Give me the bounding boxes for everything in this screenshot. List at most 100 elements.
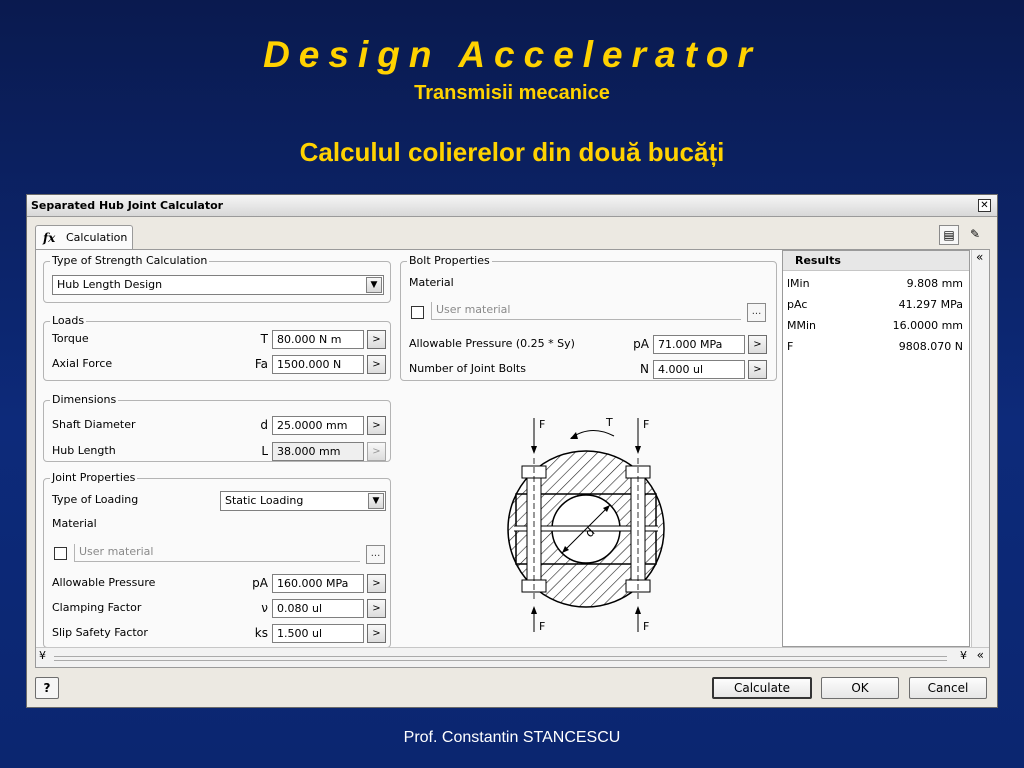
axial-force-field[interactable]: 1500.000 N — [272, 355, 364, 374]
diagram-f-label: F — [643, 620, 649, 633]
bolt-properties-group: Bolt Properties Material User material .… — [400, 254, 777, 381]
joint-user-material-checkbox[interactable] — [54, 547, 67, 560]
calculation-panel: Type of Strength Calculation Hub Length … — [35, 249, 990, 668]
result-value: 9.808 mm — [906, 277, 963, 290]
joint-allowable-pressure-label: Allowable Pressure — [52, 576, 156, 589]
clamping-factor-symbol: ν — [261, 601, 268, 615]
expand-left-icon[interactable]: « — [976, 250, 984, 264]
clamping-factor-arrow-button[interactable]: > — [367, 599, 386, 618]
chevron-down-icon[interactable]: ▼ — [368, 493, 384, 509]
loads-group-title: Loads — [50, 314, 87, 328]
result-row: lMin 9.808 mm — [787, 277, 963, 297]
torque-arrow-button[interactable]: > — [367, 330, 386, 349]
result-row: pAc 41.297 MPa — [787, 298, 963, 318]
slide-heading: Calculul colierelor din două bucăți — [299, 137, 725, 167]
type-of-loading-label: Type of Loading — [52, 493, 139, 506]
slide-title: Design Accelerator — [263, 34, 761, 75]
calculate-button[interactable]: Calculate — [712, 677, 812, 699]
hub-length-symbol: L — [261, 444, 268, 458]
bolt-allowable-pressure-symbol: pA — [633, 337, 649, 351]
bolt-allowable-pressure-arrow-button[interactable]: > — [748, 335, 767, 354]
strength-group: Type of Strength Calculation Hub Length … — [43, 254, 391, 303]
cancel-button[interactable]: Cancel — [909, 677, 987, 699]
diagram-t-label: T — [605, 416, 613, 429]
hub-length-arrow-button[interactable]: > — [367, 442, 386, 461]
clamping-factor-field[interactable]: 0.080 ul — [272, 599, 364, 618]
axial-force-arrow-button[interactable]: > — [367, 355, 386, 374]
number-of-bolts-arrow-button[interactable]: > — [748, 360, 767, 379]
bolt-allowable-pressure-label: Allowable Pressure (0.25 * Sy) — [409, 337, 575, 350]
strength-type-value: Hub Length Design — [57, 278, 163, 291]
bolt-material-browse-button[interactable]: ... — [747, 303, 766, 322]
diagram-f-label: F — [539, 620, 545, 633]
torque-field[interactable]: 80.000 N m — [272, 330, 364, 349]
fx-icon: fx — [43, 231, 56, 245]
axial-force-symbol: Fa — [254, 357, 268, 371]
bolt-user-material-field[interactable]: User material — [431, 302, 741, 320]
hub-joint-diagram: d F F F F T — [507, 416, 665, 633]
result-name: pAc — [787, 298, 808, 311]
hub-joint-dialog: Separated Hub Joint Calculator ✕ fx Calc… — [26, 194, 998, 708]
dialog-titlebar[interactable]: Separated Hub Joint Calculator ✕ — [27, 195, 997, 217]
result-name: MMin — [787, 319, 817, 332]
shaft-diameter-arrow-button[interactable]: > — [367, 416, 386, 435]
strength-group-title: Type of Strength Calculation — [50, 254, 210, 268]
close-icon[interactable]: ✕ — [978, 199, 991, 212]
result-value: 16.0000 mm — [892, 319, 963, 332]
result-value: 41.297 MPa — [898, 298, 963, 311]
bolt-allowable-pressure-field[interactable]: 71.000 MPa — [653, 335, 745, 354]
axial-force-label: Axial Force — [52, 357, 113, 370]
dialog-title: Separated Hub Joint Calculator — [31, 199, 224, 212]
type-of-loading-select[interactable]: Static Loading ▼ — [220, 491, 386, 511]
vertical-scrollbar[interactable]: « — [971, 250, 989, 647]
ok-button[interactable]: OK — [821, 677, 899, 699]
strength-type-select[interactable]: Hub Length Design ▼ — [52, 275, 384, 295]
slip-safety-factor-arrow-button[interactable]: > — [367, 624, 386, 643]
hub-length-label: Hub Length — [52, 444, 116, 457]
slip-safety-factor-symbol: ks — [254, 626, 268, 640]
number-of-bolts-field[interactable]: 4.000 ul — [653, 360, 745, 379]
joint-material-label: Material — [52, 517, 97, 530]
joint-allowable-pressure-arrow-button[interactable]: > — [367, 574, 386, 593]
hub-length-field[interactable]: 38.000 mm — [272, 442, 364, 461]
horizontal-scrollbar[interactable]: ¥ ¥ « — [36, 647, 989, 667]
slip-safety-factor-field[interactable]: 1.500 ul — [272, 624, 364, 643]
scroll-track[interactable] — [54, 656, 947, 661]
joint-properties-group: Joint Properties Type of Loading Static … — [43, 471, 391, 648]
result-name: F — [787, 340, 794, 353]
number-of-bolts-label: Number of Joint Bolts — [409, 362, 526, 375]
clamping-factor-label: Clamping Factor — [52, 601, 142, 614]
expand-left-icon[interactable]: « — [976, 648, 984, 662]
export-icon[interactable]: ▤ — [939, 225, 959, 245]
loads-group: Loads Torque T 80.000 N m > Axial Force … — [43, 314, 391, 381]
slide-subtitle: Transmisii mecanice — [414, 82, 610, 104]
bolt-group-title: Bolt Properties — [407, 254, 492, 268]
number-of-bolts-symbol: N — [640, 362, 649, 376]
notes-icon[interactable]: ✎ — [969, 227, 981, 241]
help-button[interactable]: ? — [35, 677, 59, 699]
shaft-diameter-label: Shaft Diameter — [52, 418, 136, 431]
joint-allowable-pressure-symbol: pA — [252, 576, 268, 590]
bolt-material-label: Material — [409, 276, 454, 289]
expand-down-icon[interactable]: ¥ — [39, 649, 46, 662]
diagram-f-label: F — [643, 418, 649, 431]
expand-down-icon[interactable]: ¥ — [960, 649, 967, 662]
torque-symbol: T — [260, 332, 268, 346]
slip-safety-factor-label: Slip Safety Factor — [52, 626, 148, 639]
bolt-user-material-checkbox[interactable] — [411, 306, 424, 319]
results-panel: Results lMin 9.808 mm pAc 41.297 MPa MMi… — [782, 250, 970, 647]
joint-allowable-pressure-field[interactable]: 160.000 MPa — [272, 574, 364, 593]
type-of-loading-value: Static Loading — [225, 494, 304, 507]
dimensions-group: Dimensions Shaft Diameter d 25.0000 mm >… — [43, 393, 391, 462]
result-value: 9808.070 N — [898, 340, 963, 353]
shaft-diameter-field[interactable]: 25.0000 mm — [272, 416, 364, 435]
chevron-down-icon[interactable]: ▼ — [366, 277, 382, 293]
joint-material-browse-button[interactable]: ... — [366, 545, 385, 564]
torque-label: Torque — [52, 332, 89, 345]
result-name: lMin — [787, 277, 810, 290]
diagram-f-label: F — [539, 418, 545, 431]
tab-calculation[interactable]: fx Calculation — [35, 225, 133, 249]
joint-user-material-field[interactable]: User material — [74, 544, 360, 562]
joint-group-title: Joint Properties — [50, 471, 138, 485]
dimensions-group-title: Dimensions — [50, 393, 119, 407]
